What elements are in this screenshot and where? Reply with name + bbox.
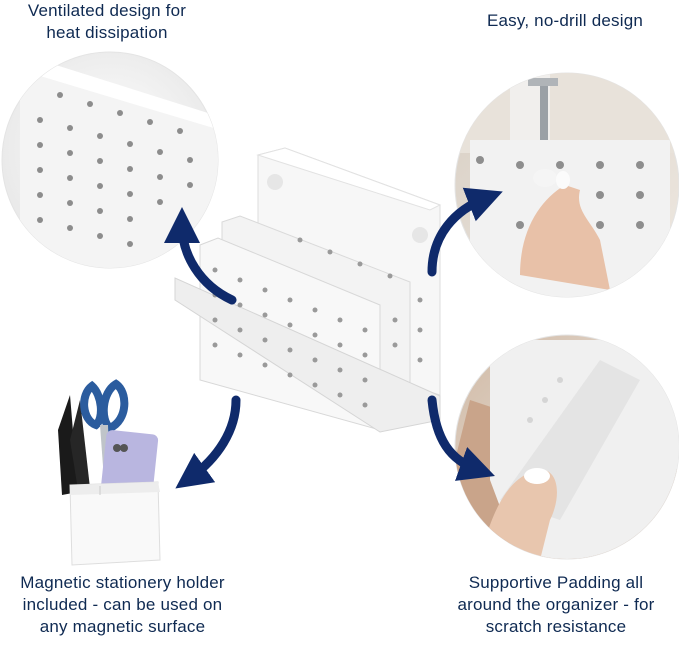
magnetic-holder-caption-line: Magnetic stationery holder — [20, 573, 225, 592]
magnetic-holder-caption-line: any magnetic surface — [39, 617, 206, 636]
padding-caption: Supportive Padding all around the organi… — [436, 572, 676, 638]
stationery-holder — [58, 379, 161, 566]
magnetic-holder-caption-line: included - can be used on — [22, 595, 223, 614]
padding-caption-line: Supportive Padding all — [468, 573, 644, 592]
ventilation-closeup-circle — [1, 51, 219, 269]
ventilation-caption-line: Ventilated design for — [27, 1, 187, 20]
curved-arrow-icon — [164, 187, 503, 489]
padding-caption-line: scratch resistance — [485, 617, 627, 636]
magnetic-holder-caption: Magnetic stationery holder included - ca… — [0, 572, 245, 638]
no-drill-caption-line: Easy, no-drill design — [486, 11, 643, 30]
padding-closeup-circle — [454, 334, 679, 560]
no-drill-closeup-circle — [454, 72, 679, 298]
desk-organizer-product — [174, 147, 442, 433]
no-drill-caption: Easy, no-drill design — [460, 10, 670, 32]
padding-caption-line: around the organizer - for — [457, 595, 655, 614]
ventilation-caption-line: heat dissipation — [46, 23, 168, 42]
ventilation-caption: Ventilated design for heat dissipation — [0, 0, 214, 44]
